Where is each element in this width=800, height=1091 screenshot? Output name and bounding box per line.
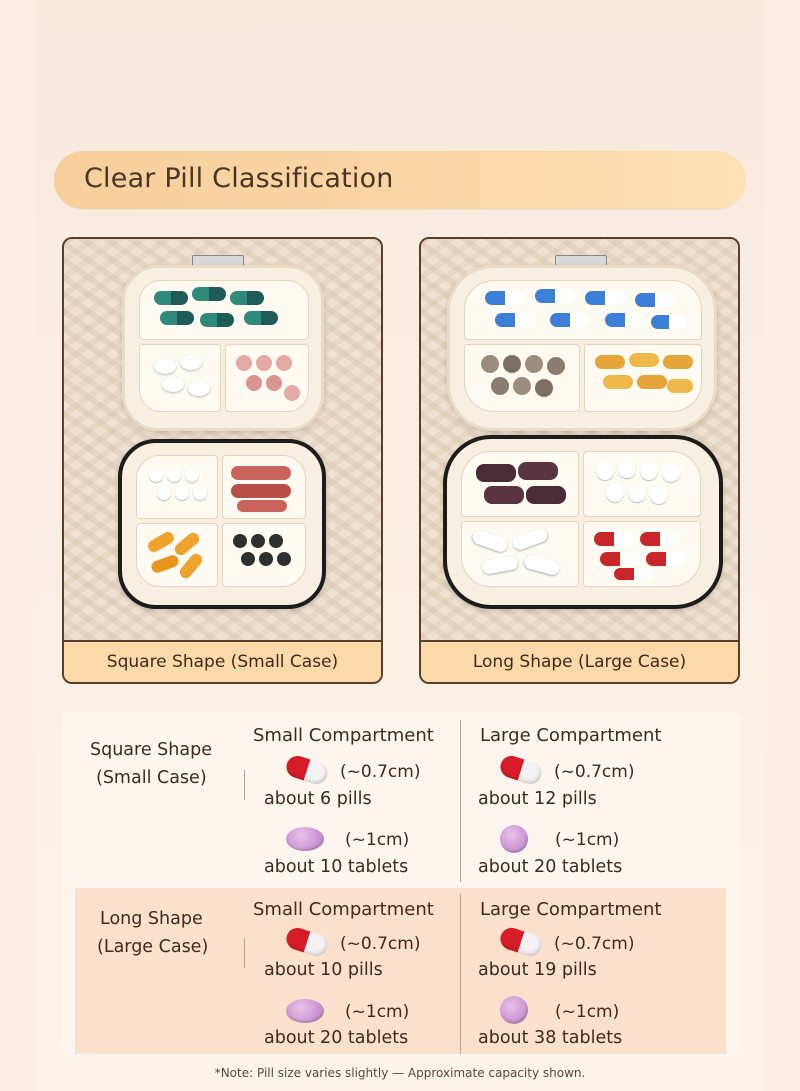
tablet-size: (~1cm) <box>555 1002 620 1022</box>
column-header: Small Compartment <box>253 725 434 746</box>
title-banner: Clear Pill Classification <box>54 151 746 209</box>
tablet-count: about 10 tablets <box>264 857 409 877</box>
small-case-top <box>122 265 324 431</box>
capsule-count: about 12 pills <box>478 789 597 809</box>
capsule-size: (~0.7cm) <box>340 762 421 782</box>
tablet-icon <box>500 996 528 1024</box>
column-header: Large Compartment <box>480 899 662 920</box>
large-case-card: Long Shape (Large Case) <box>419 237 740 684</box>
tablet-count: about 38 tablets <box>478 1028 623 1048</box>
small-case-bottom <box>118 439 326 609</box>
tablet-icon <box>500 825 528 853</box>
tablet-size: (~1cm) <box>345 1002 410 1022</box>
row-label: Square Shape <box>90 740 212 760</box>
large-case-caption: Long Shape (Large Case) <box>421 640 738 682</box>
row-label: (Large Case) <box>97 937 209 957</box>
row-label: (Small Case) <box>96 768 207 788</box>
small-case-photo <box>64 239 381 640</box>
row-label: Long Shape <box>100 909 203 929</box>
tablet-size: (~1cm) <box>555 830 620 850</box>
small-case-caption: Square Shape (Small Case) <box>64 640 381 682</box>
small-case-card: Square Shape (Small Case) <box>62 237 383 684</box>
capsule-size: (~0.7cm) <box>340 934 421 954</box>
large-case-bottom <box>443 435 723 609</box>
column-header: Small Compartment <box>253 899 434 920</box>
capsule-size: (~0.7cm) <box>554 762 635 782</box>
capsule-size: (~0.7cm) <box>554 934 635 954</box>
large-case-top <box>447 265 717 431</box>
capacity-row-long <box>75 888 726 1054</box>
tablet-icon <box>286 827 324 851</box>
tablet-size: (~1cm) <box>345 830 410 850</box>
capsule-count: about 19 pills <box>478 960 597 980</box>
tablet-icon <box>286 999 324 1023</box>
footnote: *Note: Pill size varies slightly — Appro… <box>214 1066 586 1080</box>
column-header: Large Compartment <box>480 725 662 746</box>
large-case-photo <box>421 239 738 640</box>
tablet-count: about 20 tablets <box>264 1028 409 1048</box>
capsule-count: about 10 pills <box>264 960 383 980</box>
capsule-count: about 6 pills <box>264 789 372 809</box>
tablet-count: about 20 tablets <box>478 857 623 877</box>
banner-title: Clear Pill Classification <box>84 163 394 194</box>
